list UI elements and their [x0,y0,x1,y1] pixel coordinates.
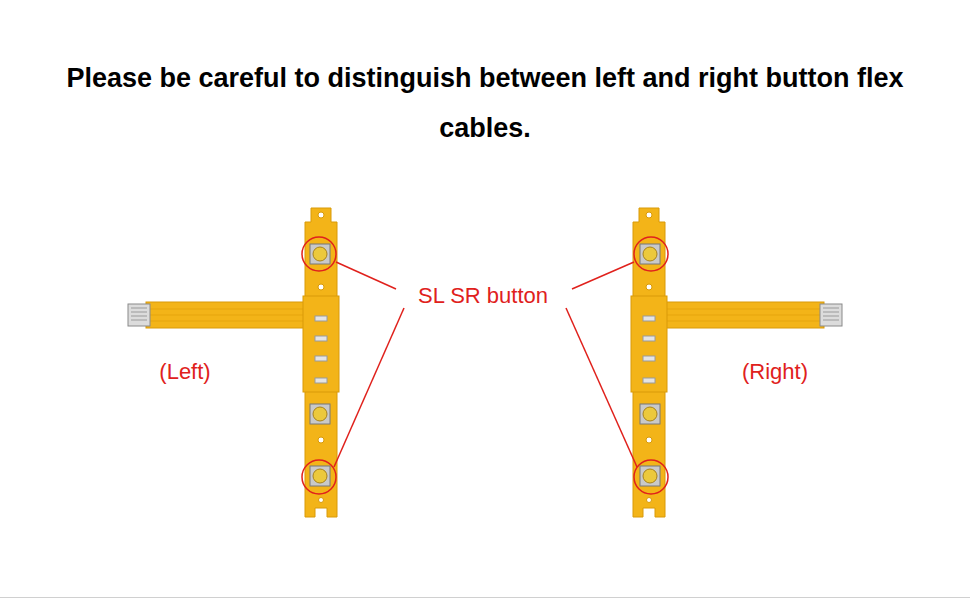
divider-line [0,597,970,598]
callout-label: SL SR button [416,283,550,309]
side-label: (Left) [157,359,212,385]
right-flex-cable [631,208,842,517]
leader-lines [334,262,637,467]
page-title: Please be careful to distinguish between… [65,53,905,153]
side-label: (Right) [740,359,810,385]
highlight-circles [302,237,668,494]
left-flex-cable [128,208,339,517]
